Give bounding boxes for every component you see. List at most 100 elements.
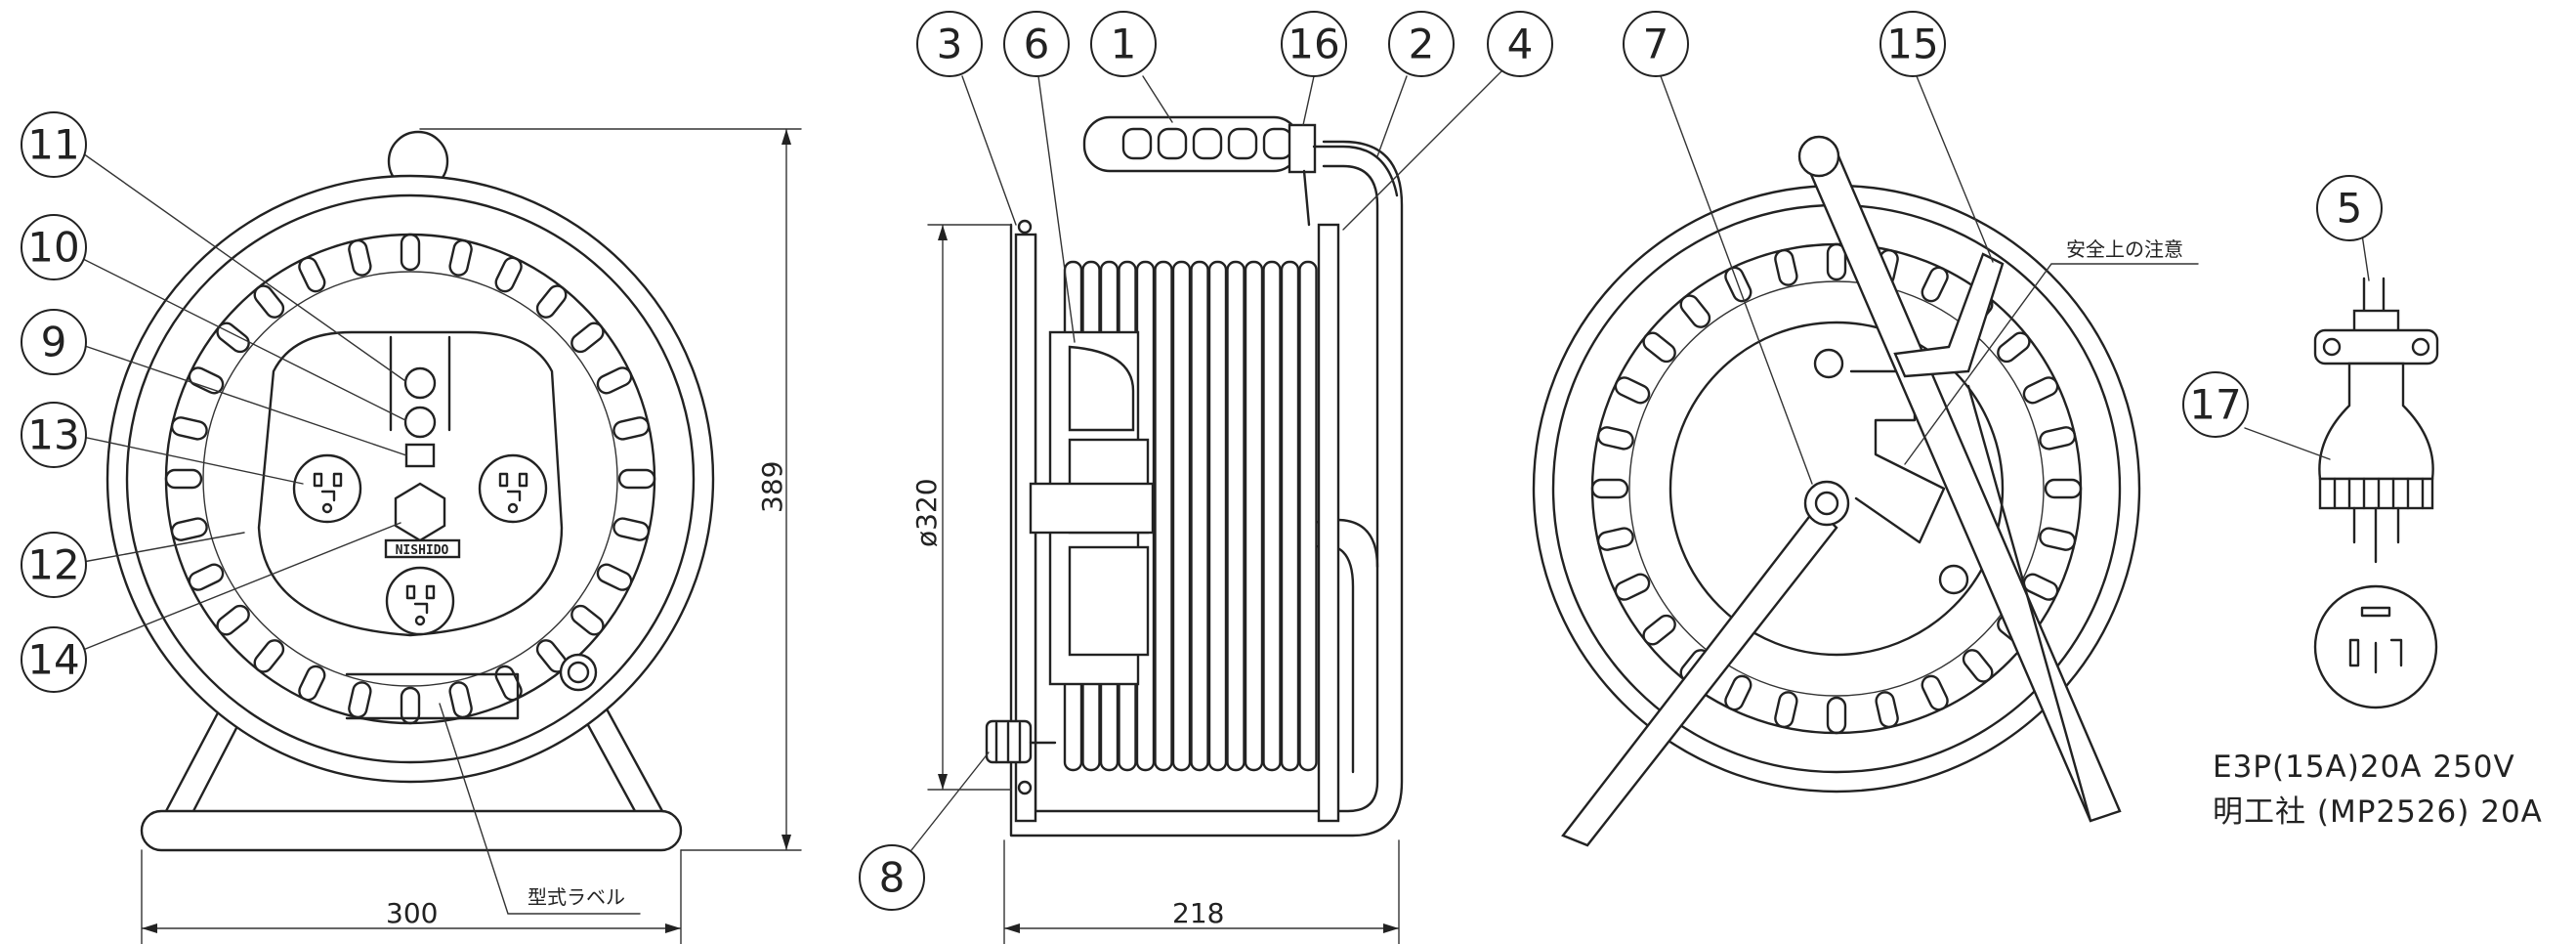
- svg-text:5: 5: [2337, 185, 2363, 233]
- callout-17: 17: [2182, 371, 2331, 460]
- callout-7: 7: [1623, 11, 1813, 485]
- drum-slot: [2022, 573, 2059, 601]
- dim-height-front: 389: [419, 128, 802, 851]
- callout-10: 10: [21, 214, 406, 421]
- cable-turn: [1280, 260, 1300, 772]
- svg-text:16: 16: [1288, 21, 1339, 68]
- callout-12: 12: [21, 532, 245, 598]
- drum-slot: [216, 604, 250, 636]
- drum-slot: [596, 366, 633, 395]
- drum-slot: [570, 322, 605, 354]
- svg-text:4: 4: [1507, 21, 1534, 68]
- safety-note-leader: 安全上の注意: [1904, 237, 2199, 465]
- drum-slot: [1590, 478, 1629, 499]
- svg-text:13: 13: [27, 411, 79, 459]
- grip-ridge: [1121, 127, 1153, 160]
- callout-5: 5: [2316, 175, 2383, 281]
- drum-slot: [1724, 674, 1753, 711]
- callout-8: 8: [859, 751, 990, 911]
- svg-text:8: 8: [879, 854, 906, 902]
- drum-slot: [1921, 674, 1949, 711]
- dim-depth-side: 218: [1003, 839, 1400, 944]
- drum-slot: [1614, 573, 1651, 601]
- svg-text:1: 1: [1111, 21, 1137, 68]
- svg-text:11: 11: [27, 121, 79, 169]
- drum-slot: [1826, 696, 1847, 735]
- model-label-text: 型式ラベル: [528, 885, 625, 909]
- svg-text:9: 9: [41, 319, 67, 366]
- drum-slot: [535, 284, 568, 319]
- drum-slot: [1724, 266, 1753, 303]
- cable-turn: [1244, 260, 1264, 772]
- callout-15: 15: [1879, 11, 1994, 263]
- cable-turn: [1154, 260, 1173, 772]
- socket-right: [478, 453, 548, 524]
- grip-ridge: [1227, 127, 1258, 160]
- drum-slot: [494, 256, 523, 293]
- svg-text:2: 2: [1409, 21, 1435, 68]
- socket-left: [292, 453, 362, 524]
- drum-slot: [1614, 376, 1651, 405]
- cable-turn: [1298, 260, 1318, 772]
- drum-slot: [2039, 426, 2077, 451]
- drum-slot: [612, 517, 651, 541]
- plug-spec-line2: 明工社 (MP2526) 20A: [2213, 794, 2543, 830]
- dim-width-front: 300: [141, 849, 682, 944]
- drum-slot: [596, 563, 633, 591]
- drum-slot: [348, 681, 372, 719]
- dim-height-value: 389: [756, 461, 788, 513]
- svg-text:3: 3: [937, 21, 963, 68]
- drum-slot: [400, 686, 421, 725]
- dim-diameter-value: ø320: [910, 478, 943, 547]
- dim-diameter: ø320: [910, 224, 1012, 791]
- callout-6: 6: [1003, 11, 1076, 343]
- drum-slot: [2022, 376, 2059, 405]
- plug-detail: [2313, 277, 2439, 709]
- drum-slot: [2039, 527, 2077, 551]
- drum-slot: [494, 665, 523, 702]
- drum-slot: [1642, 331, 1676, 364]
- drum-slot: [1596, 527, 1634, 551]
- drum-slot: [617, 468, 656, 490]
- svg-text:17: 17: [2189, 381, 2241, 429]
- drum-slot: [188, 366, 225, 395]
- drum-slot: [400, 233, 421, 272]
- drum-slot: [188, 563, 225, 591]
- svg-text:14: 14: [27, 636, 79, 684]
- drum-slot: [164, 468, 203, 490]
- rear-view: [1532, 135, 2141, 847]
- socket-bottom: [385, 566, 455, 636]
- drum-slot: [1596, 426, 1634, 451]
- dim-depth-value: 218: [1172, 897, 1224, 929]
- cable-turn: [1171, 260, 1192, 772]
- brand-plate-text: NISHIDO: [396, 543, 449, 558]
- front-view: NISHIDO: [106, 130, 715, 852]
- cable-turn: [1226, 260, 1246, 772]
- callout-16: 16: [1281, 11, 1347, 126]
- cable-turn: [1207, 260, 1228, 772]
- drum-slot: [448, 238, 473, 277]
- grip-ridge: [1157, 127, 1188, 160]
- callout-4: 4: [1342, 11, 1553, 231]
- svg-text:6: 6: [1024, 21, 1050, 68]
- callout-11: 11: [21, 111, 406, 382]
- drum-slot: [170, 517, 208, 541]
- drum-slot: [1921, 266, 1949, 303]
- safety-note-text: 安全上の注意: [2066, 237, 2183, 261]
- plug-spec-line1: E3P(15A)20A 250V: [2213, 750, 2515, 785]
- callout-3: 3: [916, 11, 1017, 226]
- cable-turn: [1190, 260, 1209, 772]
- drum-slot: [570, 604, 605, 636]
- drum-slots: [164, 233, 656, 725]
- drum-slot: [448, 681, 473, 719]
- drum-slots: [1590, 242, 2083, 735]
- drum-slot: [170, 416, 208, 441]
- callout-13: 13: [21, 402, 304, 485]
- svg-text:10: 10: [27, 224, 79, 272]
- drum-slot: [1997, 331, 2031, 364]
- drum-slot: [253, 284, 285, 319]
- drum-slot: [2044, 478, 2083, 499]
- callout-9: 9: [21, 309, 407, 456]
- drum-slot: [348, 238, 372, 277]
